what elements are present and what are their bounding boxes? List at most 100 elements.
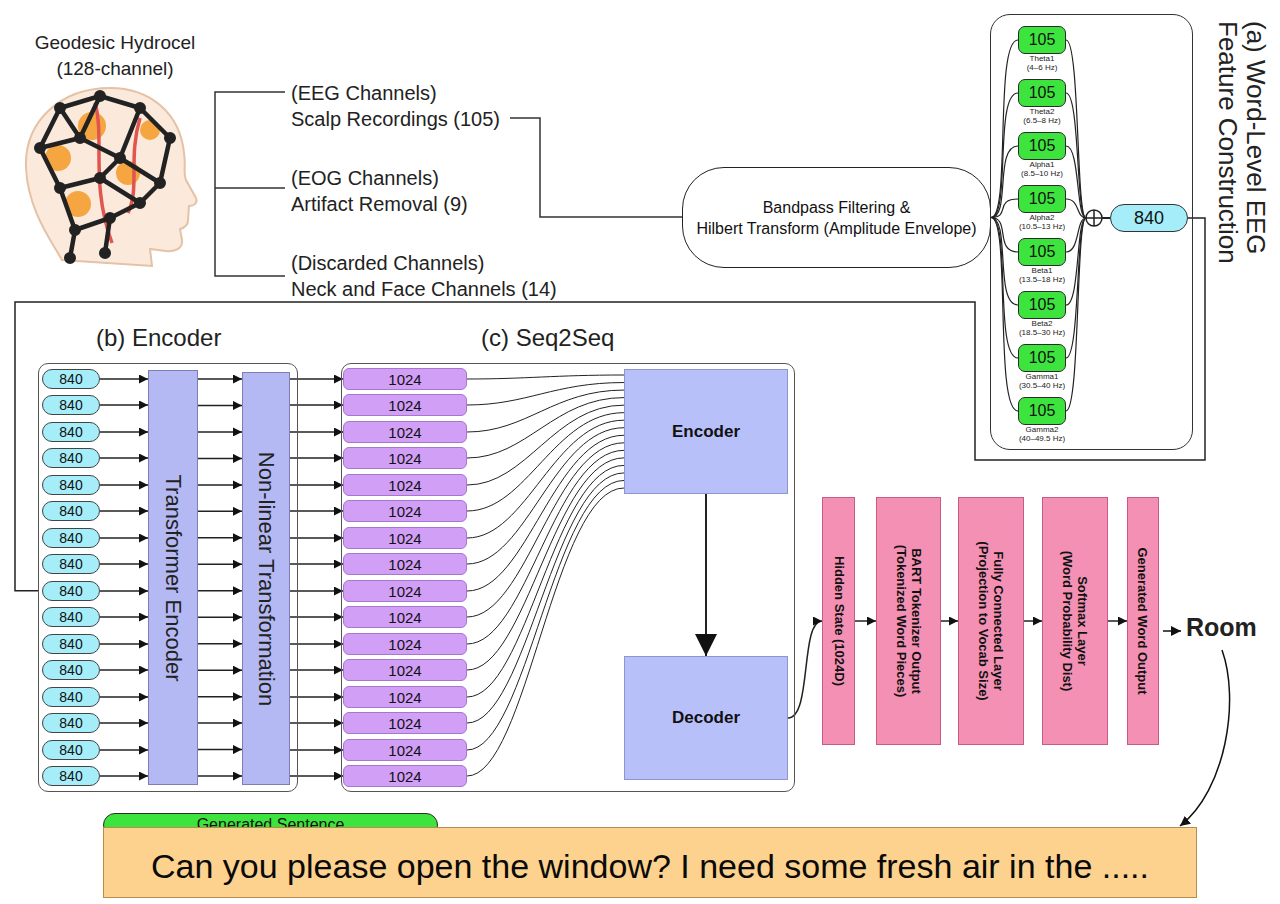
connector: [100, 749, 148, 751]
connector: [467, 383, 624, 405]
channel-count: 105: [1029, 402, 1056, 420]
channel-count: 105: [1029, 84, 1056, 102]
process-box: Bandpass Filtering &Hilbert Transform (A…: [682, 167, 991, 268]
connector: [198, 484, 242, 486]
decoder-box: Decoder: [624, 656, 788, 780]
channel-label: Neck and Face Channels (14): [291, 276, 557, 302]
connector: [100, 669, 148, 671]
box-label: 840: [59, 715, 82, 731]
eeg-vector: 840: [42, 687, 100, 707]
output-word: Room: [1186, 614, 1257, 640]
connector: [1024, 620, 1042, 622]
output-arrow: [1180, 650, 1230, 826]
band-caption: Alpha1(8.5–10 Hz): [1021, 160, 1063, 178]
connector: [198, 643, 242, 645]
connector: [467, 480, 624, 750]
box-label: (Word Probability Dist): [1060, 551, 1075, 692]
band-box: 105Theta1(4–6 Hz): [1018, 26, 1066, 54]
box-label: 840: [59, 424, 82, 440]
box-label: Transformer Encoder: [160, 474, 186, 681]
embedding-vector: 1024: [343, 447, 467, 469]
connector: [1066, 218, 1110, 411]
feature-panel: (a) Word-Level EEGFeature Construction10…: [990, 14, 1193, 450]
channel-bracket: [215, 92, 285, 276]
band-label: (13.5–18 Hz): [1019, 275, 1065, 284]
channel-label: Artifact Removal (9): [291, 191, 468, 217]
connector: [991, 40, 1018, 218]
connector: [941, 620, 958, 622]
band-label: Theta1: [1030, 54, 1055, 63]
connector: [467, 458, 624, 670]
embedding-vector: 1024: [343, 633, 467, 655]
connector: [100, 404, 148, 406]
box-label: 1024: [388, 662, 421, 679]
band-caption: Beta1(13.5–18 Hz): [1019, 266, 1065, 284]
panel-heading: (b) Encoder: [96, 324, 221, 352]
connector: [467, 413, 624, 511]
panel-heading: (a) Word-Level EEGFeature Construction: [1213, 21, 1271, 361]
connector: [991, 146, 1018, 218]
connector: [100, 431, 148, 433]
connector: [198, 564, 242, 566]
rotated-label: Softmax Layer(Word Probability Dist): [1042, 497, 1108, 745]
box-label: 840: [59, 662, 82, 678]
box-label: 840: [59, 556, 82, 572]
connector: [1066, 218, 1110, 358]
band-label: (4–6 Hz): [1027, 63, 1058, 72]
encoder-panel: (b) Encoder84084084084084084084084084084…: [38, 363, 298, 792]
box-label: 840: [59, 636, 82, 652]
box-label: 1024: [388, 371, 421, 388]
rotated-label: BART Tokenizer Output(Tokenized Word Pie…: [876, 497, 941, 745]
embedding-vector: 1024: [343, 553, 467, 575]
connector: [198, 696, 242, 698]
box-label: Fully Connected Layer: [991, 551, 1006, 690]
connector: [467, 443, 624, 617]
connector: [198, 616, 242, 618]
connector: [198, 749, 242, 751]
connector: [198, 722, 242, 724]
connector: [1108, 620, 1127, 622]
band-label: Alpha1: [1030, 160, 1055, 169]
band-label: (18.5–30 Hz): [1019, 328, 1065, 337]
band-box: 105Alpha2(10.5–13 Hz): [1018, 185, 1066, 213]
connector: [100, 696, 148, 698]
connector: [100, 484, 148, 486]
encoder-box: Encoder: [624, 369, 788, 494]
rotated-label: Transformer Encoder: [148, 370, 198, 785]
connector: [100, 590, 148, 592]
box-label: Hidden State (1024D): [831, 556, 846, 686]
seq2seq-panel: (c) Seq2Seq10241024102410241024102410241…: [341, 363, 795, 792]
channel-count: 105: [1029, 190, 1056, 208]
connector: [855, 620, 876, 622]
nonlinear-bar: Non-linear Transformation: [242, 372, 290, 785]
eeg-vector: 840: [42, 581, 100, 601]
box-label: Hilbert Transform (Amplitude Envelope): [696, 218, 976, 239]
connector: [198, 775, 242, 777]
sentence-box: Can you please open the window? I need s…: [103, 827, 1197, 898]
rotated-label: Hidden State (1024D): [822, 497, 855, 745]
embedding-vector: 1024: [343, 500, 467, 522]
band-label: (6.5–8 Hz): [1023, 116, 1060, 125]
box-label: BART Tokenizer Output: [909, 548, 924, 694]
connector: [467, 450, 624, 644]
band-label: Beta1: [1032, 266, 1053, 275]
connector: [100, 537, 148, 539]
embedding-vector: 1024: [343, 527, 467, 549]
eeg-vector: 840: [42, 607, 100, 627]
band-caption: Theta1(4–6 Hz): [1027, 54, 1058, 72]
box-label: Decoder: [672, 708, 740, 728]
band-caption: Theta2(6.5–8 Hz): [1023, 107, 1060, 125]
connector: [198, 590, 242, 592]
embedding-vector: 1024: [343, 765, 467, 787]
connector: [198, 405, 242, 407]
connector: [100, 722, 148, 724]
transformer-bar: Transformer Encoder: [148, 370, 198, 785]
output-layer: Hidden State (1024D): [822, 497, 855, 745]
box-label: 840: [59, 609, 82, 625]
signal-wire: [510, 118, 683, 217]
embedding-vector: 1024: [343, 474, 467, 496]
rotated-label: Generated Word Output: [1127, 497, 1159, 745]
band-label: (8.5–10 Hz): [1021, 169, 1063, 178]
connector: [991, 218, 1018, 359]
connector: [991, 199, 1018, 218]
